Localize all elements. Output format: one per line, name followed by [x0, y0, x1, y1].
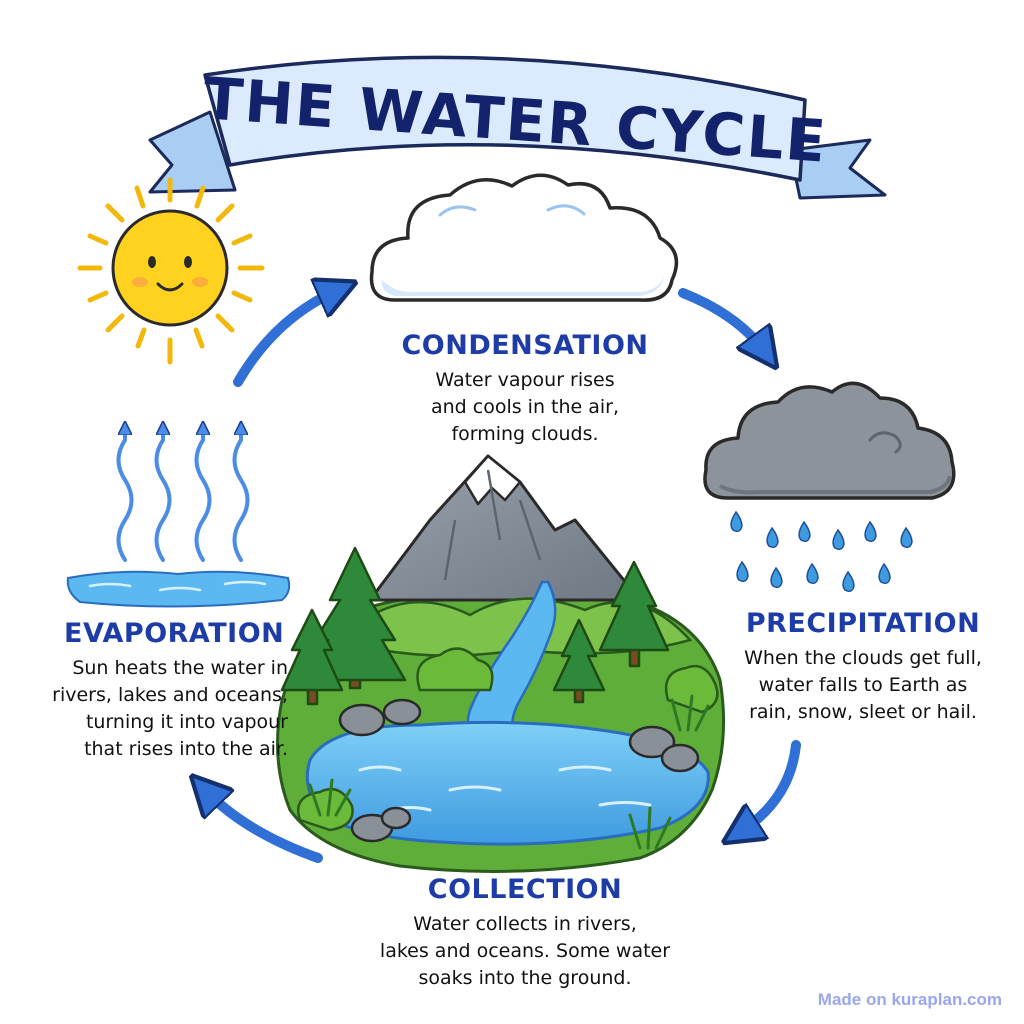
stage-description-collection: Water collects in rivers, lakes and ocea… — [360, 911, 690, 992]
cloud-icon — [369, 173, 679, 302]
grass-tufts — [308, 694, 710, 850]
arrow-collection-to-evaporation — [205, 790, 323, 863]
rain-cloud-icon — [703, 381, 956, 500]
title-banner: THE WATER CYCLE — [148, 55, 887, 200]
raindrops — [730, 510, 913, 593]
arrow-evaporation-to-condensation — [233, 290, 338, 387]
collection-line-1: Water collects in rivers, — [413, 913, 637, 935]
stage-heading-evaporation: EVAPORATION — [64, 618, 285, 649]
evaporation-line-3: turning it into vapour — [85, 711, 288, 733]
stage-heading-collection: COLLECTION — [427, 874, 623, 905]
cycle-arrows — [205, 288, 801, 863]
stage-description-evaporation: Sun heats the water in rivers, lakes and… — [38, 655, 288, 763]
evaporation-line-2: rivers, lakes and oceans, — [52, 684, 288, 706]
bushes — [297, 647, 719, 832]
pine-trees — [280, 546, 670, 706]
rocks — [338, 698, 700, 843]
precipitation-line-3: rain, snow, sleet or hail. — [749, 701, 977, 723]
stage-condensation: CONDENSATION Water vapour rises and cool… — [380, 330, 670, 448]
evaporation-line-1: Sun heats the water in — [72, 657, 288, 679]
landscape-illustration — [276, 454, 726, 873]
stage-evaporation: EVAPORATION Sun heats the water in river… — [38, 618, 288, 763]
collection-line-3: soaks into the ground. — [418, 967, 632, 989]
stage-collection: COLLECTION Water collects in rivers, lak… — [360, 874, 690, 992]
water-surface — [66, 570, 291, 608]
watermark-link[interactable]: Made on kuraplan.com — [817, 990, 1002, 1009]
arrow-condensation-to-precipitation — [678, 288, 765, 352]
condensation-line-2: and cools in the air, — [430, 396, 620, 418]
collection-line-2: lakes and oceans. Some water — [379, 940, 671, 962]
stage-description-condensation: Water vapour rises and cools in the air,… — [380, 367, 670, 448]
condensation-line-1: Water vapour rises — [435, 369, 615, 391]
stage-heading-precipitation: PRECIPITATION — [745, 608, 981, 639]
sun-icon — [77, 177, 265, 365]
precipitation-line-1: When the clouds get full, — [744, 647, 982, 669]
stage-heading-condensation: CONDENSATION — [401, 330, 649, 361]
precipitation-line-2: water falls to Earth as — [758, 674, 968, 696]
condensation-line-3: forming clouds. — [451, 423, 599, 445]
stage-description-precipitation: When the clouds get full, water falls to… — [718, 645, 1008, 726]
vapour-arrows — [116, 428, 250, 562]
evaporation-line-4: that rises into the air. — [84, 738, 288, 760]
arrow-precipitation-to-collection — [740, 740, 801, 832]
stage-precipitation: PRECIPITATION When the clouds get full, … — [718, 608, 1008, 726]
